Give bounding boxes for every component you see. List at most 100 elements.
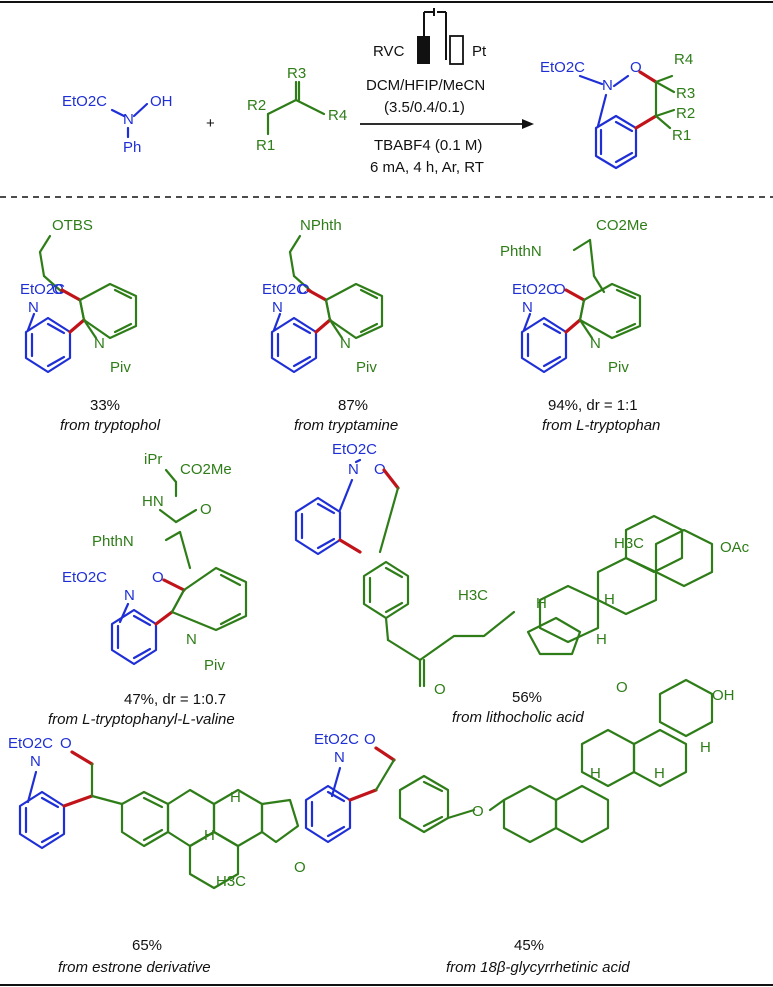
general-product: EtO2C N O R4 R3 R2 R1 xyxy=(540,51,695,170)
example-6-h-label-2: H xyxy=(230,789,241,806)
example-2-n-label: N xyxy=(272,299,283,316)
example-4-source: from L-tryptophanyl-L-valine xyxy=(48,711,235,728)
plus-sign: + xyxy=(206,115,215,132)
reaction-arrow-head xyxy=(522,119,534,129)
example-4-indole-n: N xyxy=(186,631,197,648)
example-5-h-label-3: H xyxy=(596,631,607,648)
example-2-side-label: NPhth xyxy=(300,217,342,234)
example-4-ipr-label: iPr xyxy=(144,451,162,468)
example-2: NPhth EtO2C N O N Piv 87% from tryptamin… xyxy=(262,217,398,434)
example-6-ketone-o: O xyxy=(294,859,306,876)
alkene-r4-label: R4 xyxy=(328,107,347,124)
example-6-h3c-label: H3C xyxy=(216,873,246,890)
example-2-source: from tryptamine xyxy=(294,417,398,434)
example-4-yield: 47%, dr = 1:0.7 xyxy=(124,691,226,708)
example-2-piv-label: Piv xyxy=(356,359,377,376)
example-4-carbonyl-o: O xyxy=(200,501,212,518)
example-7-ester-o: O xyxy=(472,803,484,820)
example-6-n-label: N xyxy=(30,753,41,770)
example-7-o-label: O xyxy=(364,731,376,748)
example-3-side-label: CO2Me xyxy=(596,217,648,234)
example-4-o-label: O xyxy=(152,569,164,586)
alkene-reagent: R2 R3 R4 R1 xyxy=(247,65,347,154)
example-5-oac-label: OAc xyxy=(720,539,750,556)
example-6-h-label: H xyxy=(204,827,215,844)
substrate-hydroxamate: EtO2C N OH Ph xyxy=(62,93,173,156)
example-7-n-label: N xyxy=(334,749,345,766)
alkene-r3-label: R3 xyxy=(287,65,306,82)
example-1-o-label: O xyxy=(52,281,64,298)
example-4-co2me-label: CO2Me xyxy=(180,461,232,478)
solvent-label: DCM/HFIP/MeCN xyxy=(366,77,485,94)
example-4-phthn-label: PhthN xyxy=(92,533,134,550)
product-r4-label: R4 xyxy=(674,51,693,68)
example-5-h-label-2: H xyxy=(604,591,615,608)
example-3-ester-label: EtO2C xyxy=(512,281,557,298)
example-3-indole-n: N xyxy=(590,335,601,352)
example-3-piv-label: Piv xyxy=(608,359,629,376)
anode-label: RVC xyxy=(373,43,405,60)
example-1-yield: 33% xyxy=(90,397,120,414)
product-o-label: O xyxy=(630,59,642,76)
example-1-indole-n: N xyxy=(94,335,105,352)
example-5-source: from lithocholic acid xyxy=(452,709,584,726)
example-7-ketone-o: O xyxy=(616,679,628,696)
example-6-ester-label: EtO2C xyxy=(8,735,53,752)
example-3-n-label: N xyxy=(522,299,533,316)
product-r2-label: R2 xyxy=(676,105,695,122)
example-7-ester-label: EtO2C xyxy=(314,731,359,748)
cathode-label: Pt xyxy=(472,43,487,60)
example-5-h3c-top: H3C xyxy=(614,535,644,552)
example-5-yield: 56% xyxy=(512,689,542,706)
example-4-hn-label: HN xyxy=(142,493,164,510)
example-7-h-label-3: H xyxy=(700,739,711,756)
example-4-ester-label: EtO2C xyxy=(62,569,107,586)
alkene-r2-label: R2 xyxy=(247,97,266,114)
anode-electrode xyxy=(417,36,430,64)
example-4: iPr CO2Me HN O PhthN EtO2C N O N Piv 47%… xyxy=(48,451,248,728)
example-7-yield: 45% xyxy=(514,937,544,954)
params-label: 6 mA, 4 h, Ar, RT xyxy=(370,159,484,176)
electrolyte-label: TBABF4 (0.1 M) xyxy=(374,137,482,154)
product-n-label: N xyxy=(602,77,613,94)
example-1-side-label: OTBS xyxy=(52,217,93,234)
example-7: EtO2C N O O OH O H H H 45% from 18β-glyc… xyxy=(304,678,735,976)
product-r3-label: R3 xyxy=(676,85,695,102)
example-1-source: from tryptophol xyxy=(60,417,161,434)
example-3-o-label: O xyxy=(554,281,566,298)
example-3: CO2Me PhthN EtO2C N O N Piv 94%, dr = 1:… xyxy=(500,217,660,434)
example-5-h-label: H xyxy=(536,595,547,612)
substrate-ph-label: Ph xyxy=(123,139,141,156)
example-4-piv-label: Piv xyxy=(204,657,225,674)
example-7-oh-label: OH xyxy=(712,687,735,704)
example-3-source: from L-tryptophan xyxy=(542,417,660,434)
substrate-oh-label: OH xyxy=(150,93,173,110)
product-ester-label: EtO2C xyxy=(540,59,585,76)
example-5-n-label: N xyxy=(348,461,359,478)
example-2-indole-n: N xyxy=(340,335,351,352)
reaction-conditions: RVC Pt DCM/HFIP/MeCN (3.5/0.4/0.1) TBABF… xyxy=(360,8,534,176)
example-2-yield: 87% xyxy=(338,397,368,414)
cathode-electrode xyxy=(449,35,464,65)
example-7-h-label: H xyxy=(590,765,601,782)
example-7-h-label-2: H xyxy=(654,765,665,782)
example-6-source: from estrone derivative xyxy=(58,959,211,976)
example-5-o-label: O xyxy=(374,461,386,478)
example-5: EtO2C N O O OAc H3C H3C H H H 56% from l… xyxy=(294,441,750,726)
substrate-n-label: N xyxy=(123,111,134,128)
ratio-label: (3.5/0.4/0.1) xyxy=(384,99,465,116)
example-7-source: from 18β-glycyrrhetinic acid xyxy=(446,959,630,976)
example-1: OTBS EtO2C N O N Piv 33% from tryptophol xyxy=(20,217,161,434)
example-1-piv-label: Piv xyxy=(110,359,131,376)
example-4-n-label: N xyxy=(124,587,135,604)
example-5-h3c-mid: H3C xyxy=(458,587,488,604)
example-1-ester-label: EtO2C xyxy=(20,281,65,298)
example-6: EtO2C N O H H H3C O 65% from estrone der… xyxy=(8,735,306,976)
substrate-ester-label: EtO2C xyxy=(62,93,107,110)
example-6-o-label: O xyxy=(60,735,72,752)
example-6-yield: 65% xyxy=(132,937,162,954)
alkene-r1-label: R1 xyxy=(256,137,275,154)
example-5-ester-label: EtO2C xyxy=(332,441,377,458)
example-2-o-label: O xyxy=(298,281,310,298)
